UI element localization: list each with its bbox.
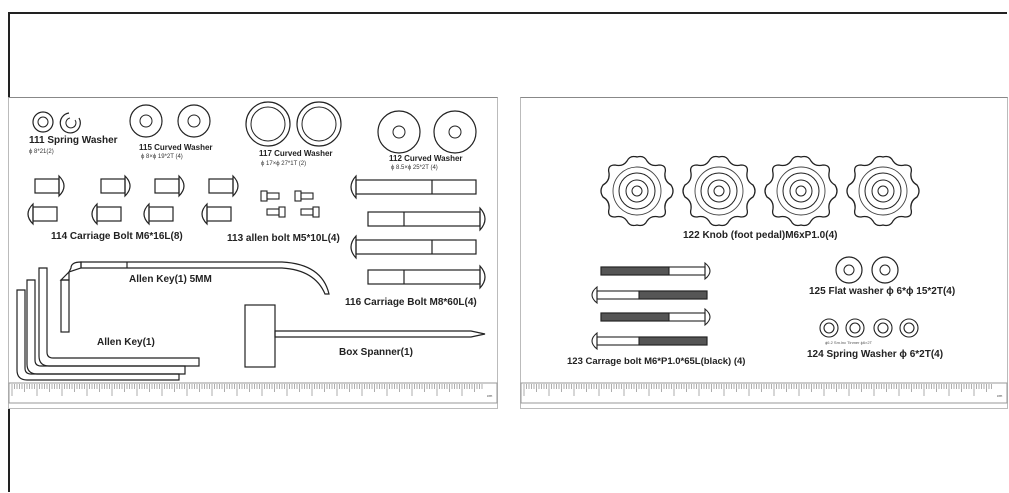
label-box-spanner: Box Spanner(1) (339, 347, 413, 358)
label-125-flat-washer: 125 Flat washer ϕ 6*ϕ 15*2T(4) (809, 286, 956, 297)
label-115-curved-washer: 115 Curved Washer (139, 143, 213, 152)
allen-key-icon (16, 267, 200, 381)
curved-washer-112-icon (377, 110, 477, 154)
label-117-curved-washer: 117 Curved Washer (259, 149, 333, 158)
spring-washer-124-icon (819, 318, 919, 338)
allen-key-5mm-icon (59, 261, 330, 333)
measurement-ruler-left: cm (8, 382, 498, 404)
spec-111-spring-washer: ϕ 8*21(2) (29, 149, 54, 155)
spec-115-curved-washer: ϕ 8×ϕ 19*2T (4) (141, 154, 183, 160)
curved-washer-115-icon (129, 104, 211, 138)
spec-124-small: ϕ6.2 Sm.lnc Tinmer ϕ6×2T (825, 340, 873, 345)
carriage-bolt-123-icon (591, 261, 711, 351)
box-spanner-icon (244, 304, 486, 368)
label-allen-key-5mm: Allen Key(1) 5MM (129, 274, 212, 285)
flat-washer-125-icon (835, 256, 899, 284)
spec-112-curved-washer: ϕ 8.5×ϕ 25*2T (4) (391, 165, 438, 171)
label-122-knob: 122 Knob (foot pedal)M6xP1.0(4) (683, 230, 838, 241)
ruler-unit-right: cm (997, 393, 1003, 398)
carriage-bolt-114-icon (27, 174, 239, 226)
measurement-ruler-right: cm (520, 382, 1008, 404)
hardware-panel-right: 122 Knob (foot pedal)M6xP1.0(4) 125 Flat… (520, 97, 1008, 409)
spec-117-curved-washer: ϕ 17×ϕ 27*1T (2) (261, 161, 307, 167)
spring-washer-111-icon (32, 111, 81, 134)
label-116-carriage-bolt: 116 Carriage Bolt M8*60L(4) (345, 297, 477, 308)
label-124-spring-washer: 124 Spring Washer ϕ 6*2T(4) (807, 349, 944, 360)
label-113-allen-bolt: 113 allen bolt M5*10L(4) (227, 233, 340, 244)
carriage-bolt-116-icon (350, 174, 486, 290)
curved-washer-117-icon (245, 101, 342, 147)
ruler-unit-left: cm (487, 393, 493, 398)
label-allen-key: Allen Key(1) (97, 337, 155, 348)
label-112-curved-washer: 112 Curved Washer (389, 154, 463, 163)
label-123-carrage-bolt: 123 Carrage bolt M6*P1.0*65L(black) (4) (567, 356, 746, 367)
label-114-carriage-bolt: 114 Carriage Bolt M6*16L(8) (51, 231, 183, 242)
label-111-spring-washer: 111 Spring Washer (29, 135, 118, 146)
hardware-panel-left: 111 Spring Washer ϕ 8*21(2) 115 Curved W… (8, 97, 498, 409)
allen-bolt-113-icon (260, 190, 320, 218)
knob-122-icon (600, 155, 920, 227)
